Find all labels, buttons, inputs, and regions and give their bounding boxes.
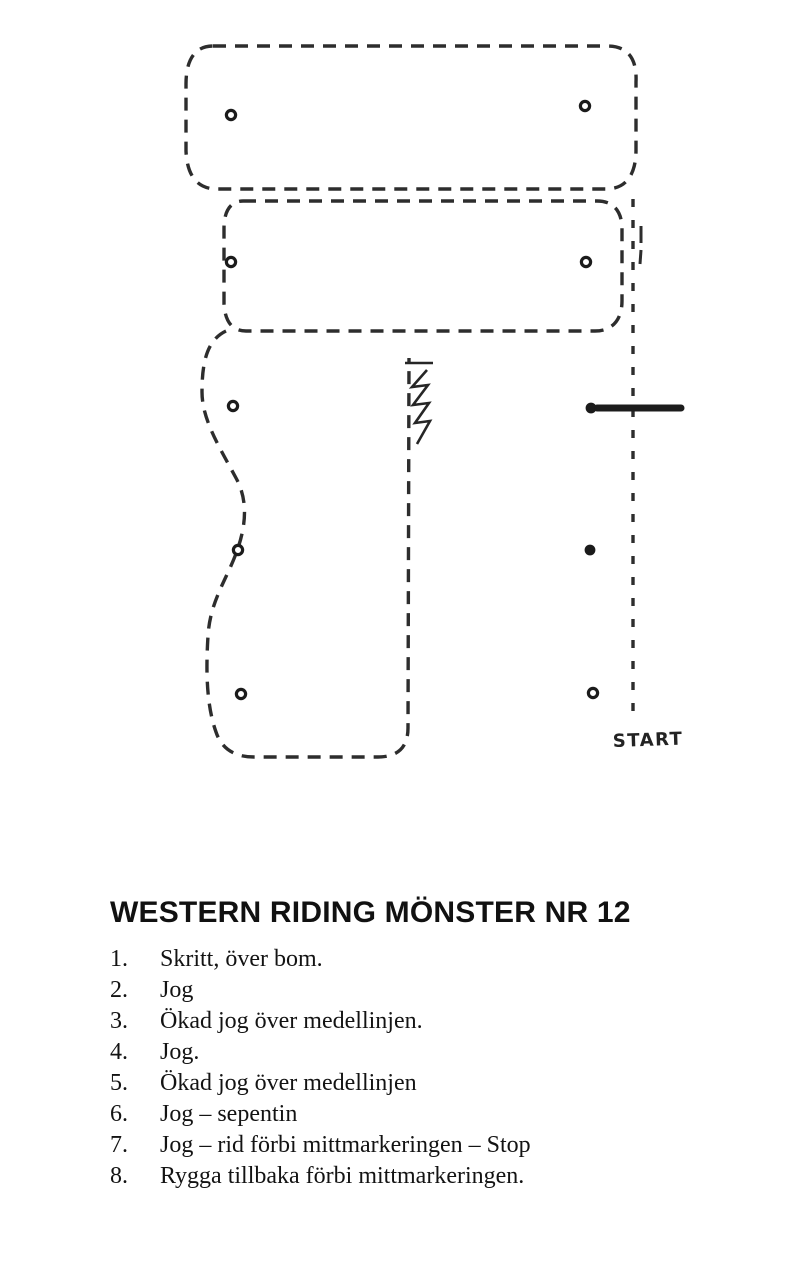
start-label: START	[612, 729, 683, 752]
instruction-item: 7. Jog – rid förbi mittmarkeringen – Sto…	[110, 1130, 750, 1161]
cone-marker	[585, 402, 597, 414]
instruction-item: 8. Rygga tillbaka förbi mittmarkeringen.	[110, 1161, 750, 1192]
cone-marker	[578, 99, 592, 113]
instruction-number: 1.	[110, 946, 128, 972]
cone-marker	[586, 686, 600, 700]
instruction-item: 1. Skritt, över bom.	[110, 944, 750, 975]
pattern-description: WESTERN RIDING MÖNSTER NR 12 1. Skritt, …	[110, 896, 750, 1192]
instruction-text: Jog – sepentin	[160, 1101, 298, 1127]
tick-mark	[638, 249, 643, 265]
instruction-number: 4.	[110, 1039, 128, 1065]
instruction-text: Ökad jog över medellinjen.	[160, 1008, 423, 1034]
instruction-item: 6. Jog – sepentin	[110, 1099, 750, 1130]
pattern-path-top-loop	[184, 44, 638, 191]
instruction-number: 3.	[110, 1008, 128, 1034]
instruction-text: Jog.	[160, 1039, 200, 1065]
instruction-item: 4. Jog.	[110, 1037, 750, 1068]
cone-marker	[226, 399, 240, 413]
instruction-number: 6.	[110, 1101, 128, 1127]
instruction-list: 1. Skritt, över bom. 2. Jog 3. Ökad jog …	[110, 944, 750, 1192]
page-title: WESTERN RIDING MÖNSTER NR 12	[110, 896, 631, 929]
cone-marker	[234, 687, 248, 701]
zigzag-marker	[408, 369, 433, 445]
instruction-text: Rygga tillbaka förbi mittmarkeringen.	[160, 1163, 525, 1189]
pattern-path-serpentine-loop	[200, 329, 411, 759]
instruction-item: 2. Jog	[110, 975, 750, 1006]
instruction-number: 7.	[110, 1132, 128, 1158]
riding-pattern-diagram: START	[184, 44, 685, 759]
cone-marker	[231, 543, 245, 557]
instruction-item: 5. Ökad jog över medellinjen	[110, 1068, 750, 1099]
cone-marker	[224, 108, 238, 122]
cone-marker	[224, 255, 238, 269]
cone-marker	[579, 255, 593, 269]
instruction-text: Jog	[160, 977, 194, 1003]
instruction-number: 2.	[110, 977, 128, 1003]
instruction-text: Skritt, över bom.	[160, 946, 323, 972]
instruction-number: 8.	[110, 1163, 128, 1189]
instruction-text: Ökad jog över medellinjen	[160, 1070, 417, 1096]
instruction-text: Jog – rid förbi mittmarkeringen – Stop	[160, 1132, 531, 1158]
instruction-item: 3. Ökad jog över medellinjen.	[110, 1006, 750, 1037]
pattern-path-middle-loop	[222, 199, 624, 333]
pattern-svg: START	[184, 44, 685, 759]
instruction-number: 5.	[110, 1070, 128, 1096]
cone-marker	[584, 544, 596, 556]
